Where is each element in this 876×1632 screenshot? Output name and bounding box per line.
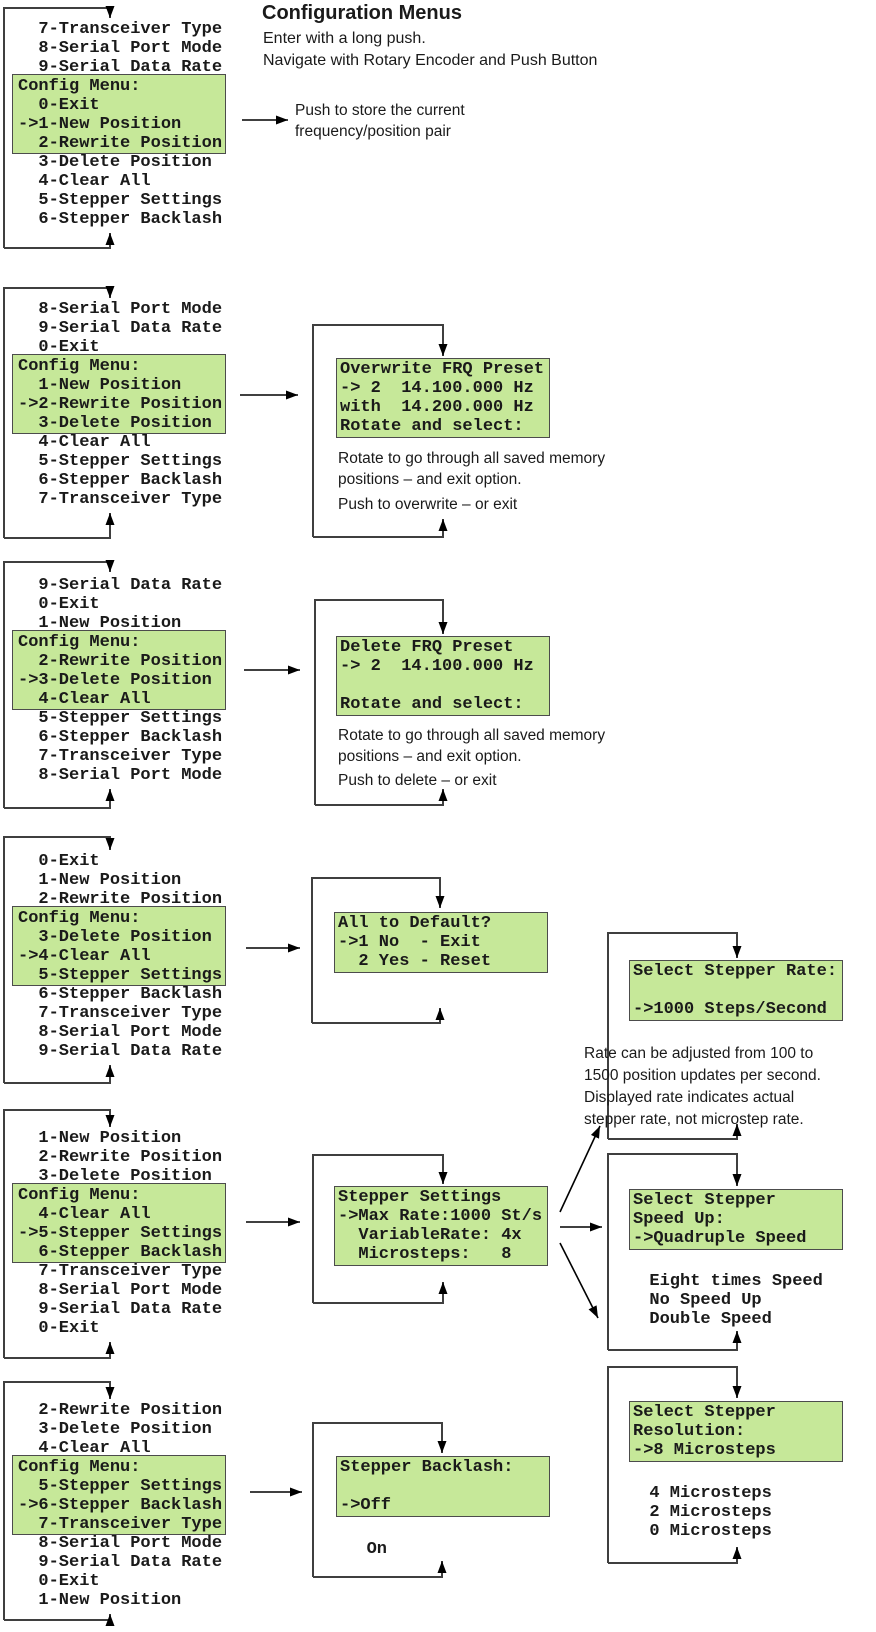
menu-lines: 1-New Position 2-Rewrite Position 3-Dele… <box>18 1129 223 1338</box>
page-subtitle: Enter with a long push. Navigate with Ro… <box>263 30 598 69</box>
config-menu-3-delete-position: 9-Serial Data Rate 0-Exit 1-New Position… <box>12 576 226 785</box>
lcd-overwrite-preset: Overwrite FRQ Preset -> 2 14.100.000 Hz … <box>336 358 550 438</box>
menu2-loop-up-arrow <box>4 513 115 539</box>
lcd-lines: Stepper Backlash: ->Off <box>340 1458 514 1515</box>
page-title: Configuration Menus <box>262 2 462 24</box>
menu6-loop-down-arrow <box>3 1381 115 1620</box>
lcd-highlight <box>12 906 226 986</box>
lcd-stepper-settings: Stepper Settings ->Max Rate:1000 St/s Va… <box>334 1186 548 1266</box>
menu5-loop-up-arrow <box>4 1342 115 1359</box>
lcd-lines: All to Default? ->1 No - Exit 2 Yes - Re… <box>338 914 492 971</box>
backlash-options: On <box>336 1540 388 1559</box>
note-store: Push to store the current frequency/posi… <box>295 102 465 140</box>
menu-lines: 9-Serial Data Rate 0-Exit 1-New Position… <box>18 576 223 785</box>
stepper-settings-loop-down-arrow <box>312 1154 448 1303</box>
overwrite-loop-up-arrow <box>313 519 448 538</box>
config-menu-2-rewrite-position: 8-Serial Port Mode 9-Serial Data Rate 0-… <box>12 300 226 509</box>
menu3-loop-down-arrow <box>3 560 115 808</box>
menu1-loop-up-arrow <box>4 233 115 249</box>
stepper-rate-loop-down-arrow <box>607 932 742 1139</box>
menu5-loop-down-arrow <box>3 1109 115 1358</box>
speed-up-loop-up-arrow <box>608 1331 742 1351</box>
menu2-loop-down-arrow <box>3 286 115 538</box>
stepper-rate-loop-up-arrow <box>608 1124 742 1140</box>
lcd-all-to-default: All to Default? ->1 No - Exit 2 Yes - Re… <box>334 912 548 973</box>
all-default-loop-up-arrow <box>312 1008 445 1024</box>
menu-lines: 8-Serial Port Mode 9-Serial Data Rate 0-… <box>18 300 223 509</box>
overwrite-loop-down-arrow <box>312 324 448 537</box>
speed-up-options: Eight times Speed No Speed Up Double Spe… <box>649 1272 823 1329</box>
config-menu-4-clear-all: 0-Exit 1-New Position 2-Rewrite Position… <box>12 852 226 1061</box>
backlash-loop-down-arrow <box>312 1422 447 1577</box>
delete-loop-up-arrow <box>315 789 448 806</box>
lcd-lines: Select Stepper Resolution: ->8 Microstep… <box>633 1403 776 1460</box>
menu3-loop-up-arrow <box>4 789 115 809</box>
menu-lines: 2-Rewrite Position 3-Delete Position 4-C… <box>18 1401 223 1610</box>
resolution-options: 4 Microsteps 2 Microsteps 0 Microsteps <box>649 1484 772 1541</box>
lcd-stepper-backlash: Stepper Backlash: ->Off <box>336 1456 550 1517</box>
lcd-highlight <box>12 1183 226 1263</box>
lcd-select-stepper-rate: Select Stepper Rate: ->1000 Steps/Second <box>629 960 843 1021</box>
menu-lines: 0-Exit 1-New Position 2-Rewrite Position… <box>18 852 223 1061</box>
delete-loop-down-arrow <box>314 599 448 805</box>
lcd-lines: Select Stepper Rate: ->1000 Steps/Second <box>633 962 838 1019</box>
note-overwrite-push: Push to overwrite – or exit <box>338 496 518 513</box>
lcd-highlight <box>12 74 226 154</box>
lcd-highlight <box>12 630 226 710</box>
menu1-loop-down-arrow <box>3 6 115 248</box>
note-overwrite-rotate: Rotate to go through all saved memory po… <box>338 450 606 488</box>
config-menu-1-new-position: 7-Transceiver Type 8-Serial Port Mode 9-… <box>12 20 226 229</box>
menu4-loop-up-arrow <box>4 1065 115 1084</box>
stepper-settings-loop-up-arrow <box>313 1282 448 1304</box>
lcd-highlight <box>12 354 226 434</box>
note-delete-push: Push to delete – or exit <box>338 772 497 789</box>
menu4-loop-down-arrow <box>3 836 115 1083</box>
config-menu-5-stepper-settings: 1-New Position 2-Rewrite Position 3-Dele… <box>12 1129 226 1338</box>
lcd-select-speed-up: Select Stepper Speed Up: ->Quadruple Spe… <box>629 1189 843 1250</box>
lcd-lines: Select Stepper Speed Up: ->Quadruple Spe… <box>633 1191 807 1248</box>
lcd-lines: Overwrite FRQ Preset -> 2 14.100.000 Hz … <box>340 360 545 436</box>
lcd-delete-preset: Delete FRQ Preset -> 2 14.100.000 Hz Rot… <box>336 636 550 716</box>
all-default-loop-down-arrow <box>311 877 445 1023</box>
lcd-lines: Delete FRQ Preset -> 2 14.100.000 Hz Rot… <box>340 638 534 714</box>
note-delete-rotate: Rotate to go through all saved memory po… <box>338 727 606 765</box>
resolution-loop-down-arrow <box>607 1366 742 1563</box>
note-rate-range: Rate can be adjusted from 100 to 1500 po… <box>584 1045 821 1128</box>
arrow-settings-to-rate <box>559 1125 601 1213</box>
menu-lines: 7-Transceiver Type 8-Serial Port Mode 9-… <box>18 20 223 229</box>
speed-up-loop-down-arrow <box>607 1153 742 1350</box>
lcd-select-resolution: Select Stepper Resolution: ->8 Microstep… <box>629 1401 843 1462</box>
menu6-loop-up-arrow <box>4 1614 115 1626</box>
backlash-loop-up-arrow <box>313 1561 447 1578</box>
lcd-highlight <box>12 1455 226 1535</box>
config-menu-6-stepper-backlash: 2-Rewrite Position 3-Delete Position 4-C… <box>12 1401 226 1610</box>
resolution-loop-up-arrow <box>608 1547 742 1564</box>
lcd-lines: Stepper Settings ->Max Rate:1000 St/s Va… <box>338 1188 543 1264</box>
arrow-settings-to-resolution <box>559 1242 599 1319</box>
